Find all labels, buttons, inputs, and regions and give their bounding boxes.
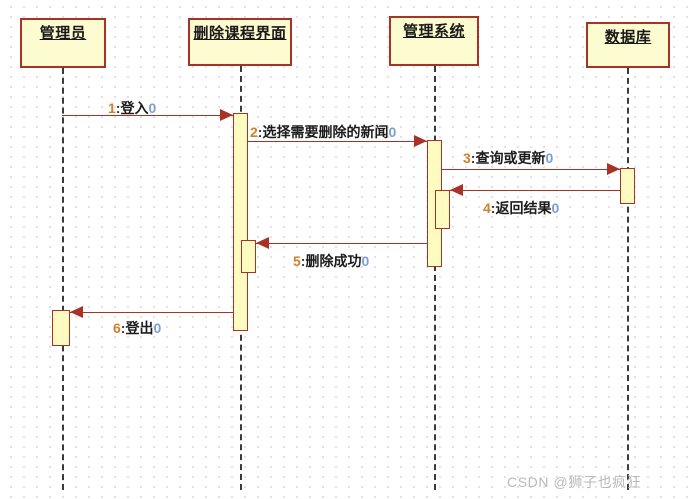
message-text: 查询或更新 (475, 150, 546, 166)
message-sequence-number: 4 (483, 200, 491, 216)
message-argument-token: 0 (148, 100, 157, 116)
message-argument-token: 0 (551, 200, 560, 216)
lifeline-system (434, 66, 436, 490)
message-label-4: 4:返回结果0 (483, 200, 559, 216)
message-text: 登入 (120, 100, 149, 116)
activation-bar-actor-return (52, 310, 70, 346)
message-label-6: 6:登出0 (113, 320, 161, 336)
activation-bar-db-main (620, 168, 635, 204)
watermark: CSDN @狮子也疯狂 (507, 474, 642, 490)
message-separator: : (115, 100, 121, 116)
arrowhead-right-icon (607, 163, 620, 175)
message-sequence-number: 2 (250, 124, 258, 140)
lifeline-actor (62, 68, 64, 490)
arrowhead-left-icon (256, 237, 269, 249)
message-label-2: 2:选择需要删除的新闻0 (250, 124, 396, 140)
message-argument-token: 0 (545, 150, 554, 166)
message-separator: : (470, 150, 476, 166)
message-sequence-number: 6 (113, 320, 121, 336)
participant-name-system: 管理系统 (402, 23, 465, 40)
participant-name-database: 数据库 (604, 29, 652, 46)
message-sequence-number: 1 (108, 100, 116, 116)
message-line-6 (70, 312, 233, 313)
message-line-2 (248, 141, 427, 142)
message-separator: : (300, 253, 306, 269)
participant-box-actor[interactable]: 管理员 (20, 18, 106, 68)
arrowhead-left-icon (450, 184, 463, 196)
arrowhead-right-icon (220, 109, 233, 121)
participant-box-database[interactable]: 数据库 (586, 22, 670, 68)
lifeline-database (627, 68, 629, 490)
message-sequence-number: 5 (293, 253, 301, 269)
message-text: 删除成功 (305, 253, 362, 269)
message-text: 选择需要删除的新闻 (262, 124, 389, 140)
activation-bar-ui-main (233, 113, 248, 331)
message-line-4 (450, 190, 620, 191)
arrowhead-right-icon (414, 135, 427, 147)
message-separator: : (490, 200, 496, 216)
message-argument-token: 0 (153, 320, 162, 336)
message-sequence-number: 3 (463, 150, 471, 166)
message-text: 返回结果 (495, 200, 552, 216)
message-line-1 (62, 115, 233, 116)
participant-name-ui: 删除课程界面 (193, 25, 287, 42)
message-label-3: 3:查询或更新0 (463, 150, 553, 166)
message-separator: : (120, 320, 126, 336)
message-argument-token: 0 (361, 253, 370, 269)
message-argument-token: 0 (388, 124, 397, 140)
message-separator: : (257, 124, 263, 140)
participant-name-actor: 管理员 (39, 25, 87, 42)
message-text: 登出 (125, 320, 154, 336)
message-label-5: 5:删除成功0 (293, 253, 369, 269)
activation-bar-ui-nested (241, 240, 256, 273)
arrowhead-left-icon (70, 306, 83, 318)
participant-box-system[interactable]: 管理系统 (389, 16, 479, 66)
message-label-1: 1:登入0 (108, 100, 156, 116)
message-line-5 (256, 243, 427, 244)
message-line-3 (442, 169, 620, 170)
activation-bar-sys-nested (435, 190, 450, 229)
participant-box-ui[interactable]: 删除课程界面 (188, 18, 292, 66)
